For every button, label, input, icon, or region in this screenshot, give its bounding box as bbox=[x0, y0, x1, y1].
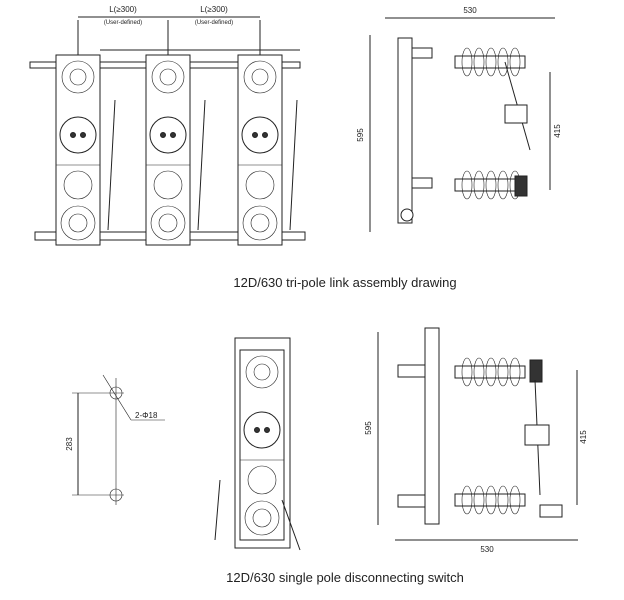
width-530-bottom: 530 bbox=[480, 545, 494, 554]
width-530: 530 bbox=[463, 6, 477, 15]
tripole-assembly-drawing: L(≥300) (User-defined) L(≥300) (User-def… bbox=[29, 5, 306, 246]
dim1-note: (User-defined) bbox=[104, 20, 142, 26]
height-595-bottom: 595 bbox=[364, 421, 373, 435]
height-595: 595 bbox=[356, 128, 365, 142]
hole-spec: 2-Φ18 bbox=[135, 411, 158, 420]
single-pole-front-view bbox=[214, 337, 301, 551]
dim2-note: (User-defined) bbox=[195, 20, 233, 26]
tripole-side-view: 530 595 415 bbox=[356, 6, 562, 232]
hole-spacing: 283 bbox=[65, 437, 74, 451]
span-415: 415 bbox=[553, 124, 562, 138]
caption-single-pole: 12D/630 single pole disconnecting switch bbox=[226, 570, 464, 585]
dim2-value: L(≥300) bbox=[200, 5, 228, 14]
span-415-bottom: 415 bbox=[579, 430, 588, 444]
dim1-value: L(≥300) bbox=[109, 5, 137, 14]
single-pole-side-view: 595 415 530 bbox=[364, 327, 588, 554]
caption-tripole: 12D/630 tri-pole link assembly drawing bbox=[233, 275, 456, 290]
mounting-hole-drawing: 2-Φ18 283 bbox=[65, 374, 165, 505]
